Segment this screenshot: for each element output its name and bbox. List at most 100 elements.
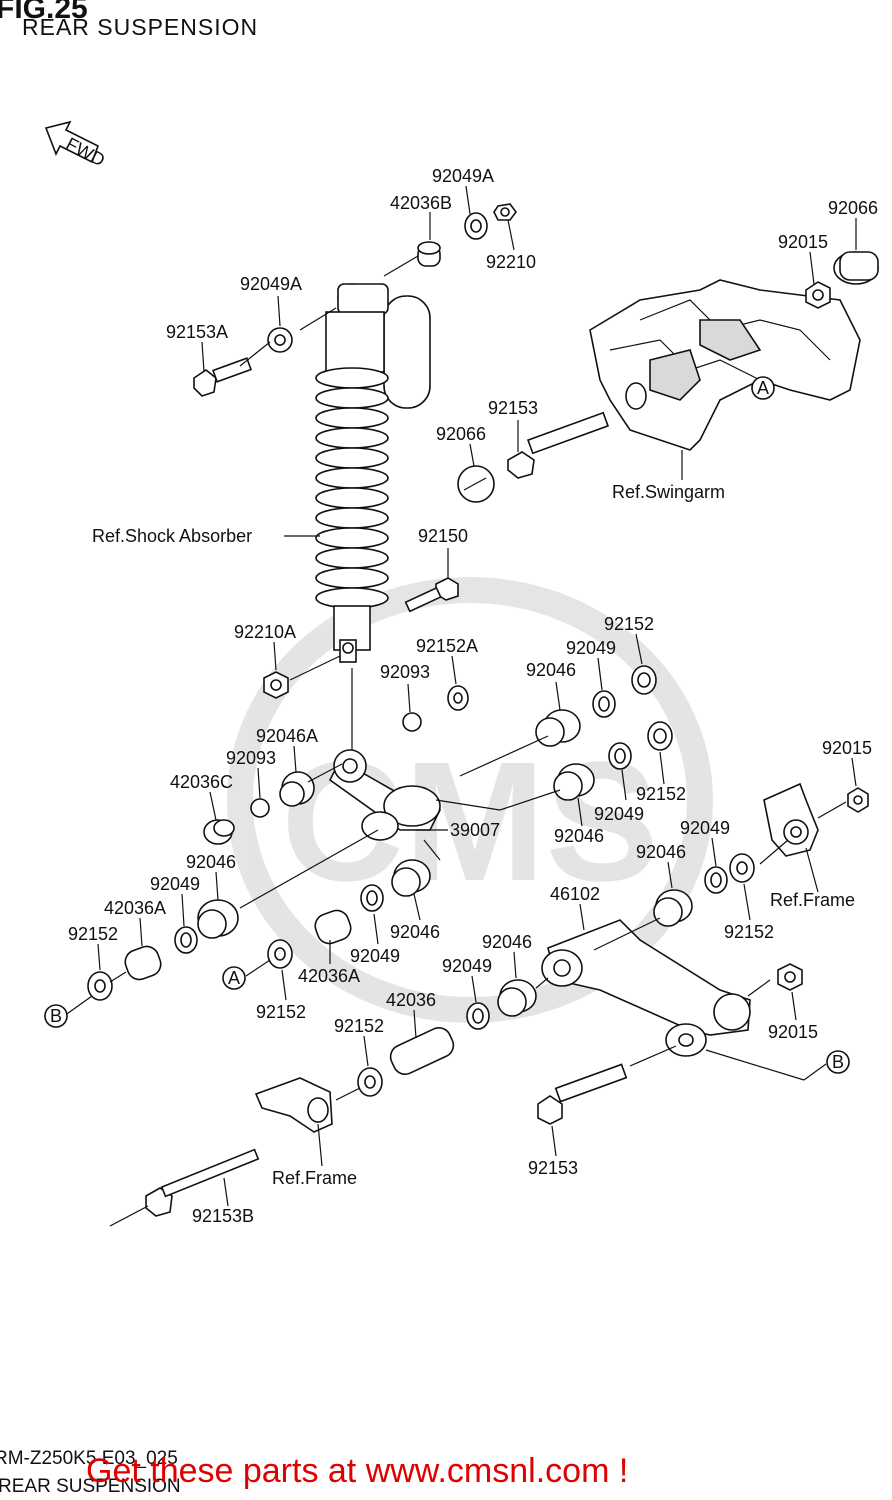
bolt-92153-b <box>537 1063 628 1125</box>
label-46102: 46102 <box>550 884 600 904</box>
part-labels: 92049A 42036B 92210 92066 92015 92049A 9… <box>68 166 878 1226</box>
bearing-92046-c <box>197 899 239 939</box>
washer-92049-c <box>174 926 198 954</box>
label-92015-top: 92015 <box>778 232 828 252</box>
hardware-92015-top <box>805 281 831 309</box>
hardware-92049A-mid <box>267 327 293 353</box>
label-92153-top: 92153 <box>488 398 538 418</box>
marker-b-left: B <box>44 1004 68 1028</box>
nut-92015-r <box>847 787 869 813</box>
label-ref-frame-left: Ref.Frame <box>272 1168 357 1188</box>
collar-42036A-l <box>124 945 162 981</box>
shock-absorber-drawing <box>315 283 431 663</box>
label-92015-b: 92015 <box>768 1022 818 1042</box>
label-92046-e: 92046 <box>482 932 532 952</box>
label-92066-mid: 92066 <box>436 424 486 444</box>
label-92152-r: 92152 <box>636 784 686 804</box>
footer-title: REAR SUSPENSION <box>0 1476 181 1497</box>
frame-bracket-left <box>254 1077 333 1133</box>
label-92210: 92210 <box>486 252 536 272</box>
label-92152-n: 92152 <box>334 1016 384 1036</box>
bearing-92046-d <box>391 859 431 897</box>
washer-92152-l <box>87 971 113 1001</box>
collar-42036A-m <box>314 909 352 945</box>
hardware-92066-mid <box>457 465 495 503</box>
label-92015-r: 92015 <box>822 738 872 758</box>
label-92093-b: 92093 <box>226 748 276 768</box>
marker-b-right: B <box>826 1050 850 1074</box>
washer-92152-rr <box>729 853 755 883</box>
label-42036A-m: 42036A <box>298 966 360 986</box>
label-92049A-top: 92049A <box>432 166 494 186</box>
label-92150: 92150 <box>418 526 468 546</box>
label-92066-top: 92066 <box>828 198 878 218</box>
label-92046-a: 92046 <box>526 660 576 680</box>
label-92049-e: 92049 <box>442 956 492 976</box>
figure-title: REAR SUSPENSION <box>22 14 259 40</box>
bolt-92153A <box>193 357 252 397</box>
bolt-92150 <box>404 577 459 613</box>
footer-code: RM-Z250K5 E03_025 <box>0 1448 178 1469</box>
label-92046-b: 92046 <box>636 842 686 862</box>
label-42036B: 42036B <box>390 193 452 213</box>
label-92152-m: 92152 <box>256 1002 306 1022</box>
nut-92015-b <box>777 963 803 991</box>
marker-a-swingarm: A <box>757 378 769 398</box>
svg-text:B: B <box>50 1006 62 1026</box>
washer-92049-e <box>704 866 728 894</box>
tie-rod-39007 <box>328 749 442 841</box>
label-92049-d: 92049 <box>350 946 400 966</box>
label-42036C: 42036C <box>170 772 233 792</box>
washer-92049-a <box>592 690 616 718</box>
bolt-92153B <box>109 1148 260 1227</box>
label-92152-rr: 92152 <box>724 922 774 942</box>
promo-link[interactable]: Get these parts at www.cmsnl.com ! <box>86 1452 629 1490</box>
label-92049-c: 92049 <box>150 874 200 894</box>
washer-92093-a <box>402 712 422 732</box>
collar-42036 <box>389 1027 455 1075</box>
bearing-92046-f <box>497 979 537 1017</box>
label-92152-l: 92152 <box>68 924 118 944</box>
hardware-42036B <box>417 241 441 267</box>
washer-92152-a <box>631 665 657 695</box>
svg-text:A: A <box>228 968 240 988</box>
bearing-92046-e <box>653 889 693 927</box>
label-ref-frame-right: Ref.Frame <box>770 890 855 910</box>
label-92046A: 92046A <box>256 726 318 746</box>
hardware-92049A-top <box>464 212 488 240</box>
link-arm-46102 <box>541 919 751 1057</box>
fwd-arrow-icon: FWD <box>44 120 108 170</box>
bearing-92046A <box>279 771 315 807</box>
label-92046-d: 92046 <box>390 922 440 942</box>
label-39007: 39007 <box>450 820 500 840</box>
label-ref-swingarm: Ref.Swingarm <box>612 482 725 502</box>
bearing-92046-r <box>553 763 595 801</box>
washer-92049-d <box>360 884 384 912</box>
shock-spring <box>315 367 389 609</box>
nut-92210A <box>263 671 289 699</box>
washer-92152-m <box>267 939 293 969</box>
label-92153-b: 92153 <box>528 1158 578 1178</box>
bolt-92153-top <box>507 411 610 479</box>
label-92152-tr: 92152 <box>604 614 654 634</box>
label-92210A: 92210A <box>234 622 296 642</box>
washer-92152-n <box>357 1067 383 1097</box>
label-42036A-l: 42036A <box>104 898 166 918</box>
label-92049-rr: 92049 <box>680 818 730 838</box>
washer-92152A <box>447 685 469 711</box>
label-92152A: 92152A <box>416 636 478 656</box>
collar-42036C <box>203 819 235 845</box>
label-92153A: 92153A <box>166 322 228 342</box>
label-42036: 42036 <box>386 990 436 1010</box>
label-92049-tr: 92049 <box>566 638 616 658</box>
figure-number: FIG.25 <box>0 0 88 25</box>
hardware-92066-top <box>833 251 879 285</box>
frame-bracket-right <box>763 782 819 857</box>
bearing-92046-a <box>535 709 581 747</box>
assembly-lines <box>63 185 857 1207</box>
label-92049-r: 92049 <box>594 804 644 824</box>
label-92046-r: 92046 <box>554 826 604 846</box>
washer-92049-f <box>466 1002 490 1030</box>
